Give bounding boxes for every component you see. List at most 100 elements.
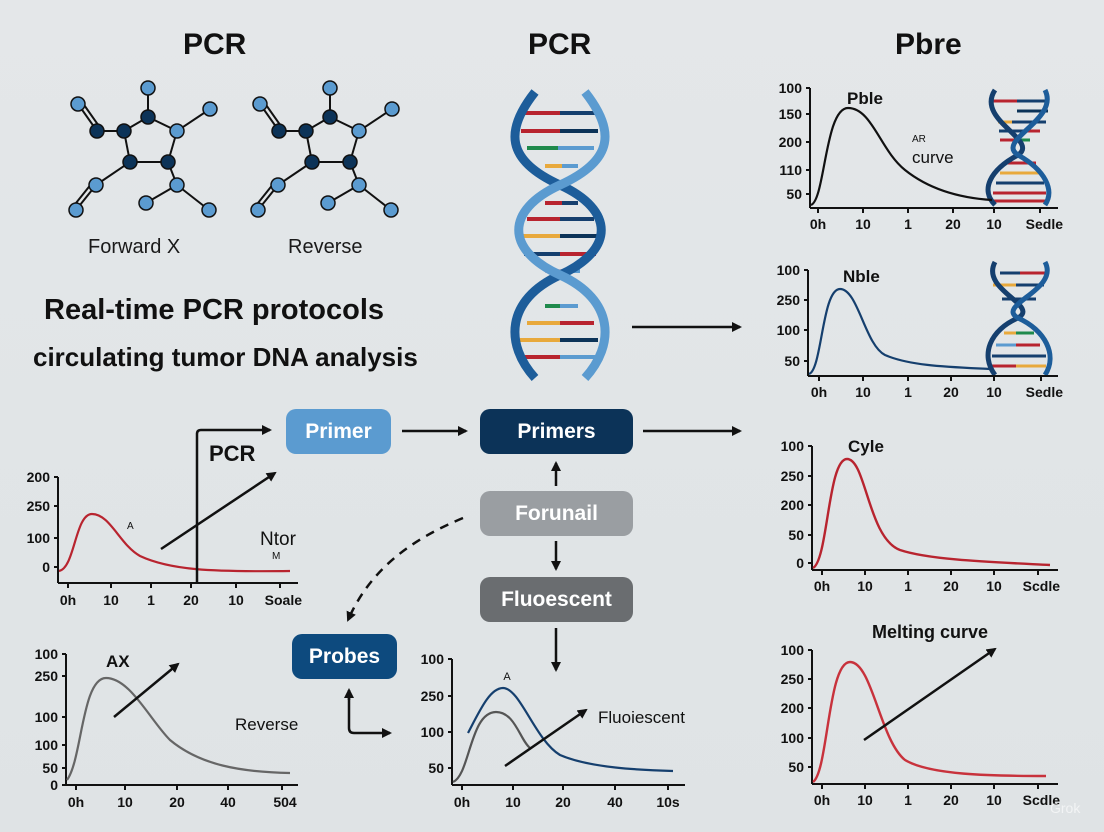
- svg-text:40: 40: [607, 794, 623, 810]
- title-center: PCR: [528, 28, 592, 61]
- flow-arrows: [344, 322, 742, 738]
- svg-text:0h: 0h: [814, 578, 830, 594]
- primer-box[interactable]: Primer: [286, 409, 391, 454]
- svg-text:200: 200: [781, 497, 805, 513]
- fluoescent-label: Fluoescent: [501, 587, 612, 611]
- dna-helix-icon: [510, 89, 610, 382]
- svg-text:0h: 0h: [814, 792, 830, 808]
- svg-text:10: 10: [103, 592, 119, 608]
- svg-text:10: 10: [855, 384, 871, 400]
- primers-label: Primers: [517, 419, 596, 443]
- svg-text:1: 1: [904, 578, 912, 594]
- svg-text:100: 100: [781, 438, 805, 454]
- svg-text:A: A: [127, 521, 134, 532]
- svg-text:1: 1: [904, 384, 912, 400]
- molecule-left-icon: [68, 80, 218, 218]
- svg-text:250: 250: [781, 671, 805, 687]
- forunail-box[interactable]: Forunail: [480, 491, 633, 536]
- probes-box[interactable]: Probes: [292, 634, 397, 679]
- molecule-right-icon: [250, 80, 400, 218]
- svg-text:100: 100: [777, 262, 801, 278]
- svg-text:0h: 0h: [60, 592, 76, 608]
- svg-text:10: 10: [505, 794, 521, 810]
- svg-text:AX: AX: [106, 652, 130, 671]
- svg-text:20: 20: [943, 578, 959, 594]
- chart-center-bottom: 100 250 100 50 0h 10 20 40 10s A Fluoies…: [421, 651, 686, 810]
- svg-text:110: 110: [779, 162, 802, 178]
- svg-text:50: 50: [788, 759, 804, 775]
- headline-line2: circulating tumor DNA analysis: [33, 342, 418, 372]
- svg-text:Soale: Soale: [265, 592, 303, 608]
- svg-text:Scdle: Scdle: [1023, 792, 1061, 808]
- title-left: PCR: [183, 28, 247, 61]
- svg-text:20: 20: [945, 216, 961, 232]
- svg-text:0: 0: [50, 777, 58, 793]
- svg-text:0: 0: [796, 555, 804, 571]
- svg-text:50: 50: [788, 527, 804, 543]
- svg-text:250: 250: [781, 468, 805, 484]
- chart-left-bottom: 100 250 100 100 50 0 0h 10 20 40 504 AX …: [35, 646, 299, 810]
- svg-text:100: 100: [421, 724, 445, 740]
- svg-text:Cyle: Cyle: [848, 437, 884, 456]
- svg-text:50: 50: [428, 760, 444, 776]
- svg-text:100: 100: [35, 737, 59, 753]
- svg-text:Reverse: Reverse: [235, 715, 298, 734]
- svg-text:250: 250: [421, 688, 445, 704]
- svg-text:20: 20: [183, 592, 199, 608]
- primers-box[interactable]: Primers: [480, 409, 633, 454]
- svg-text:100: 100: [777, 322, 801, 338]
- svg-text:10: 10: [857, 578, 873, 594]
- svg-text:1: 1: [904, 216, 912, 232]
- svg-text:50: 50: [42, 760, 58, 776]
- svg-text:250: 250: [27, 498, 51, 514]
- svg-text:20: 20: [555, 794, 571, 810]
- svg-text:0h: 0h: [454, 794, 470, 810]
- svg-text:100: 100: [35, 646, 59, 662]
- svg-text:M: M: [272, 551, 280, 562]
- svg-text:50: 50: [786, 186, 802, 202]
- svg-text:10: 10: [117, 794, 133, 810]
- pcr-flow-label: PCR: [209, 441, 256, 466]
- fluoescent-box[interactable]: Fluoescent: [480, 577, 633, 622]
- probes-label: Probes: [308, 644, 381, 668]
- svg-text:0: 0: [42, 559, 50, 575]
- svg-text:20: 20: [169, 794, 185, 810]
- svg-text:100: 100: [781, 730, 805, 746]
- forunail-label: Forunail: [515, 501, 598, 525]
- svg-text:100: 100: [35, 709, 59, 725]
- svg-text:200: 200: [27, 469, 51, 485]
- svg-text:100: 100: [779, 80, 803, 96]
- svg-text:Fluoiescent: Fluoiescent: [598, 708, 685, 727]
- svg-text:1: 1: [147, 592, 155, 608]
- svg-text:Sedle: Sedle: [1026, 384, 1064, 400]
- svg-text:10: 10: [855, 216, 871, 232]
- svg-text:100: 100: [27, 530, 51, 546]
- svg-text:40: 40: [220, 794, 236, 810]
- molecule-label-forward: Forward X: [88, 236, 181, 258]
- svg-text:250: 250: [35, 668, 59, 684]
- svg-text:504: 504: [273, 794, 297, 810]
- svg-text:150: 150: [779, 106, 803, 122]
- svg-text:Nble: Nble: [843, 267, 880, 286]
- chart-right-bottom: Melting curve 100 250 200 100 50 0h 10 1…: [781, 622, 1061, 808]
- svg-text:250: 250: [777, 292, 801, 308]
- svg-text:50: 50: [784, 353, 800, 369]
- svg-text:Melting curve: Melting curve: [872, 622, 988, 642]
- svg-text:0h: 0h: [810, 216, 826, 232]
- svg-text:100: 100: [421, 651, 445, 667]
- svg-text:Sedle: Sedle: [1026, 216, 1064, 232]
- svg-text:10: 10: [986, 792, 1002, 808]
- svg-text:10s: 10s: [656, 794, 680, 810]
- watermark: Grok: [1050, 800, 1081, 816]
- molecule-label-reverse: Reverse: [288, 236, 363, 258]
- svg-text:0h: 0h: [811, 384, 827, 400]
- svg-text:10: 10: [228, 592, 244, 608]
- svg-text:20: 20: [943, 792, 959, 808]
- svg-text:1: 1: [904, 792, 912, 808]
- dna-helix-small-icon-1: [985, 88, 1052, 207]
- title-right: Pbre: [895, 28, 962, 61]
- svg-text:A: A: [503, 671, 511, 683]
- svg-text:Ntor: Ntor: [260, 529, 297, 550]
- svg-text:Pble: Pble: [847, 89, 883, 108]
